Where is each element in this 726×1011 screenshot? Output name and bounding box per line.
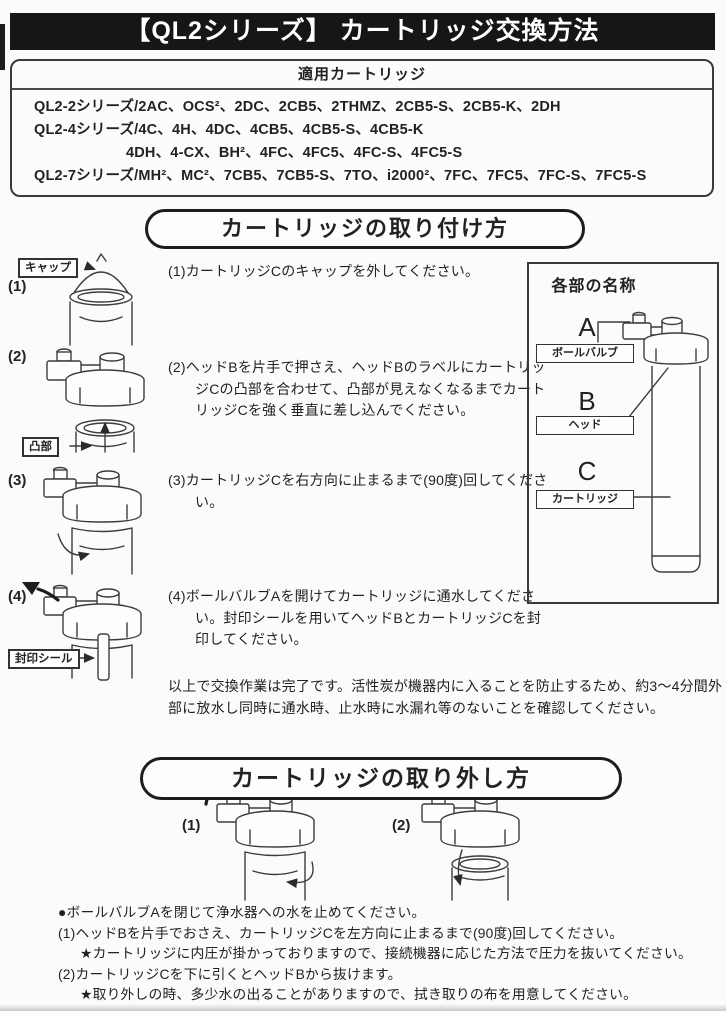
applicable-line-ql2-7: QL2-7シリーズ/MH²、MC²、7CB5、7CB5-S、7TO、i2000²… <box>34 168 647 184</box>
parts-name-box: 各部の名称 A ボールバルブ B ヘッド C カートリッジ <box>527 262 719 604</box>
part-name-cartridge: カートリッジ <box>536 490 634 509</box>
install-step2-insert-figure <box>46 348 145 453</box>
page-title: 【QL2シリーズ】 カートリッジ交換方法 <box>10 13 715 50</box>
pull-down-arrow <box>453 849 463 887</box>
install-closing-note: 以上で交換作業は完了です。活性炭が機器内に入ることを防止するため、約3〜4分間外… <box>168 678 723 716</box>
parts-box-title: 各部の名称 <box>551 278 637 295</box>
scan-edge-artifact-left <box>0 24 5 70</box>
applicable-cartridges-box: 適用カートリッジ QL2-2シリーズ/2AC、OCS²、2DC、2CB5、2TH… <box>10 59 714 197</box>
scan-edge-artifact-bottom <box>0 1004 726 1011</box>
applicable-line-ql2-4b: 4DH、4-CX、BH²、4FC、4FC5、4FC-S、4FC5-S <box>126 145 463 161</box>
turn-left-arrow <box>285 861 314 889</box>
part-name-head: ヘッド <box>536 416 634 435</box>
part-name-ball-valve: ボールバルブ <box>536 344 634 363</box>
part-letter-b: B <box>578 386 596 416</box>
install-step3-turn-right-figure <box>43 466 142 575</box>
install-step2-text: (2)ヘッドBを片手で押さえ、ヘッドBのラベルにカートリッジCの凸部を合わせて、… <box>168 359 546 418</box>
applicable-line-ql2-4: QL2-4シリーズ/4C、4H、4DC、4CB5、4CB5-S、4CB5-K <box>34 122 424 138</box>
applicable-header: 適用カートリッジ <box>12 61 712 90</box>
removal-note-step1: (1)ヘッドBを片手でおさえ、カートリッジCを左方向に止まるまで(90度)回して… <box>58 925 624 941</box>
cap-label: キャップ <box>18 258 78 278</box>
install-section-title: カートリッジの取り付け方 <box>145 209 585 249</box>
open-valve-arrow <box>36 587 60 602</box>
install-step3-text: (3)カートリッジCを右方向に止まるまで(90度)回してください。 <box>168 472 548 510</box>
turn-right-arrow <box>57 533 91 562</box>
removal-note-water-warning: ★取り外しの時、多少水の出ることがありますので、拭き取りの布を用意してください。 <box>80 987 638 1003</box>
install-fig4-label: (4) <box>8 588 27 605</box>
removal-notes: ●ボールバルブAを閉じて浄水器への水を止めてください。 (1)ヘッドBを片手でお… <box>58 903 722 1006</box>
part-letter-a: A <box>578 312 596 342</box>
seal-label: 封印シール <box>8 649 80 669</box>
removal-fig1-label: (1) <box>182 817 201 834</box>
install-fig1-label: (1) <box>8 278 27 295</box>
removal-fig2-label: (2) <box>392 817 411 834</box>
install-step1-text: (1)カートリッジCのキャップを外してください。 <box>168 263 480 279</box>
removal-note-step2: (2)カートリッジCを下に引くとヘッドBから抜けます。 <box>58 966 402 982</box>
removal-section-title: カートリッジの取り外し方 <box>140 757 622 800</box>
removal-note-valve-close: ●ボールバルブAを閉じて浄水器への水を止めてください。 <box>58 905 426 920</box>
seal-strip <box>97 633 110 681</box>
cap-label-arrow <box>83 261 96 271</box>
applicable-list: QL2-2シリーズ/2AC、OCS²、2DC、2CB5、2THMZ、2CB5-S… <box>12 90 712 188</box>
install-step4-text: (4)ボールバルブAを開けてカートリッジに通水してください。封印シールを用いてヘ… <box>168 588 542 647</box>
protrusion-label: 凸部 <box>22 437 59 457</box>
removal-note-pressure-warning: ★カートリッジに内圧が掛かっておりますので、接続機器に応じた方法で圧力を抜いてく… <box>80 946 692 962</box>
install-fig2-label: (2) <box>8 348 27 365</box>
removal-step1-turn-left-figure <box>204 783 315 901</box>
install-fig3-label: (3) <box>8 472 27 489</box>
part-letter-c: C <box>577 456 597 486</box>
install-step1-cartridge-cap-figure <box>69 253 133 346</box>
applicable-line-ql2-2: QL2-2シリーズ/2AC、OCS²、2DC、2CB5、2THMZ、2CB5-S… <box>34 99 561 115</box>
removal-step2-pull-down-figure <box>421 791 520 901</box>
